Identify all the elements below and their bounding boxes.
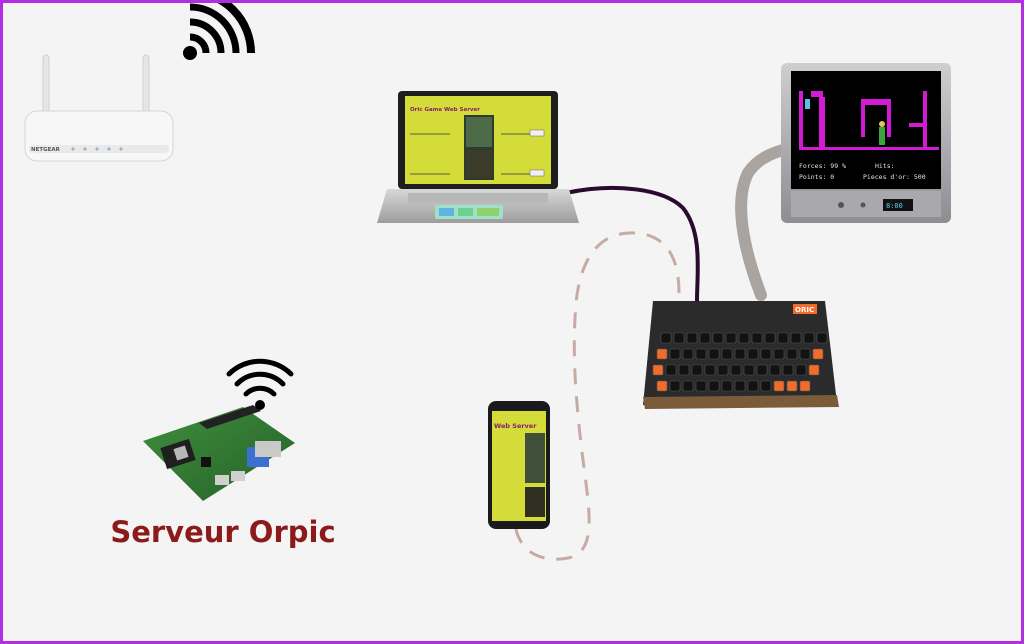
keyboard-key bbox=[786, 348, 798, 360]
keyboard-key bbox=[738, 332, 750, 344]
keyboard-key bbox=[764, 332, 776, 344]
keyboard-key bbox=[816, 332, 828, 344]
wifi-router: NETGEAR bbox=[24, 54, 174, 162]
keyboard-key bbox=[686, 332, 698, 344]
keyboard-key bbox=[799, 348, 811, 360]
monitor-points: Points: 0 bbox=[799, 173, 834, 181]
keyboard-key bbox=[660, 332, 672, 344]
keyboard-key bbox=[777, 332, 789, 344]
keyboard-key bbox=[799, 380, 811, 392]
monitor-forces: Forces: 99 % bbox=[799, 162, 846, 170]
oric-computer: ORIC bbox=[643, 301, 839, 409]
keyboard-key bbox=[656, 380, 668, 392]
laptop-screen-title: Oric Game Web Server bbox=[410, 107, 480, 113]
oric-logo: ORIC bbox=[795, 306, 814, 314]
keyboard-key bbox=[769, 364, 781, 376]
wifi-signal-icon bbox=[183, 3, 255, 60]
keyboard-key bbox=[678, 364, 690, 376]
keyboard-key bbox=[747, 380, 759, 392]
wifi-icon bbox=[226, 358, 294, 410]
raspberry-pi-server bbox=[143, 405, 295, 501]
smartphone: Web Server bbox=[488, 401, 550, 529]
server-caption: Serveur Orpic bbox=[110, 515, 336, 549]
router-brand-label: NETGEAR bbox=[31, 147, 61, 153]
keyboard-key bbox=[695, 348, 707, 360]
keyboard-key bbox=[717, 364, 729, 376]
keyboard-key bbox=[756, 364, 768, 376]
monitor-gold: Pieces d'or: 500 bbox=[863, 173, 926, 181]
keyboard-key bbox=[708, 348, 720, 360]
keyboard-key bbox=[704, 364, 716, 376]
keyboard-key bbox=[782, 364, 794, 376]
keyboard-key bbox=[812, 348, 824, 360]
keyboard-key bbox=[790, 332, 802, 344]
laptop: Oric Game Web Server bbox=[377, 91, 579, 223]
cable-laptop-to-oric bbox=[565, 186, 700, 302]
keyboard-key bbox=[760, 348, 772, 360]
cable-monitor-to-oric bbox=[735, 144, 789, 301]
keyboard-key bbox=[734, 380, 746, 392]
crt-monitor: Forces: 99 % Hits: Points: 0 Pieces d'or… bbox=[781, 63, 951, 223]
keyboard-key bbox=[808, 364, 820, 376]
keyboard-key bbox=[803, 332, 815, 344]
keyboard-key bbox=[699, 332, 711, 344]
keyboard-key bbox=[691, 364, 703, 376]
oric-keys bbox=[652, 332, 828, 392]
keyboard-key bbox=[652, 364, 664, 376]
keyboard-key bbox=[656, 348, 668, 360]
keyboard-key bbox=[773, 348, 785, 360]
phone-screen-title: Web Server bbox=[494, 422, 537, 430]
keyboard-key bbox=[760, 380, 772, 392]
keyboard-key bbox=[673, 332, 685, 344]
keyboard-key bbox=[773, 380, 785, 392]
keyboard-key bbox=[682, 348, 694, 360]
keyboard-key bbox=[725, 332, 737, 344]
keyboard-key bbox=[665, 364, 677, 376]
keyboard-key bbox=[721, 348, 733, 360]
keyboard-key bbox=[712, 332, 724, 344]
wireless-link-phone-to-oric bbox=[513, 231, 681, 561]
keyboard-key bbox=[669, 380, 681, 392]
keyboard-key bbox=[708, 380, 720, 392]
keyboard-key bbox=[747, 348, 759, 360]
monitor-screen bbox=[791, 71, 941, 189]
monitor-hits: Hits: bbox=[875, 162, 895, 170]
keyboard-key bbox=[786, 380, 798, 392]
keyboard-key bbox=[695, 380, 707, 392]
keyboard-key bbox=[734, 348, 746, 360]
keyboard-key bbox=[721, 380, 733, 392]
network-diagram: NETGEAR Oric Game Web Server bbox=[24, 3, 951, 561]
keyboard-key bbox=[730, 364, 742, 376]
keyboard-key bbox=[669, 348, 681, 360]
keyboard-key bbox=[743, 364, 755, 376]
keyboard-key bbox=[751, 332, 763, 344]
monitor-clock: 8:00 bbox=[886, 202, 903, 210]
keyboard-key bbox=[795, 364, 807, 376]
keyboard-key bbox=[682, 380, 694, 392]
